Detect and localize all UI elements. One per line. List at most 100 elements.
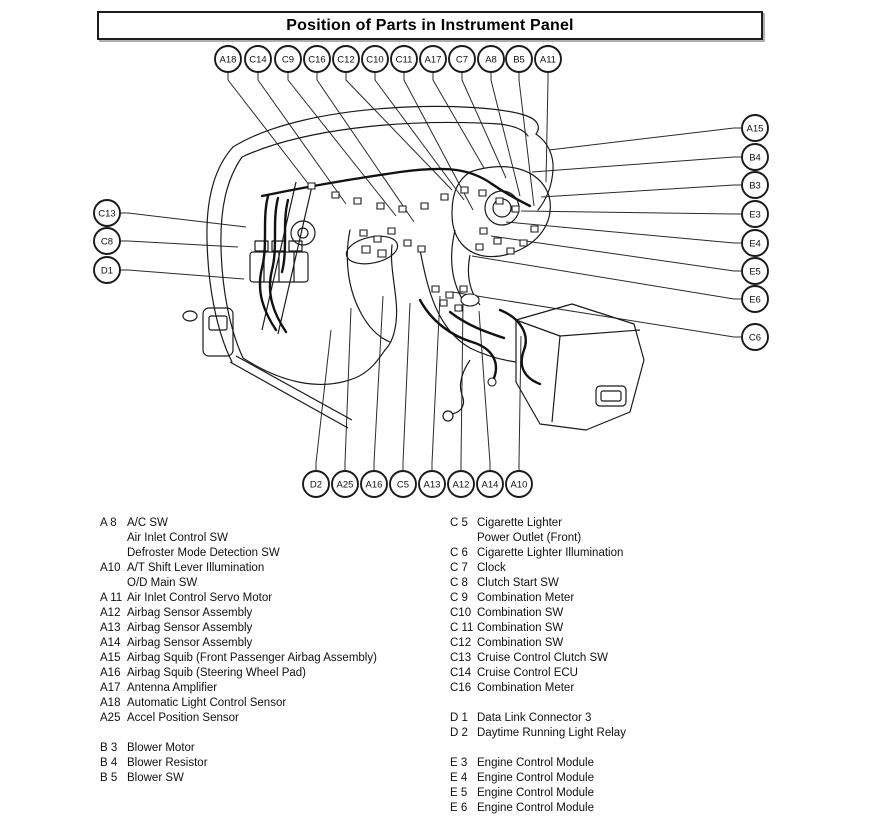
page-title-box: Position of Parts in Instrument Panel bbox=[97, 11, 763, 40]
callout-a11: A11 bbox=[534, 45, 562, 73]
callout-a12: A12 bbox=[447, 470, 475, 498]
svg-text:D1: D1 bbox=[101, 266, 113, 277]
part-name: Blower Resistor bbox=[127, 757, 208, 769]
part-code: D 2 bbox=[450, 727, 468, 739]
part-name: Engine Control Module bbox=[477, 802, 594, 814]
callout-d2: D2 bbox=[302, 470, 330, 498]
center-console bbox=[515, 303, 645, 431]
part-name: Air Inlet Control Servo Motor bbox=[127, 592, 273, 604]
callout-b4: B4 bbox=[741, 143, 769, 171]
svg-text:C8: C8 bbox=[101, 237, 113, 248]
part-name: Data Link Connector 3 bbox=[477, 712, 592, 724]
callout-c13: C13 bbox=[93, 199, 121, 227]
svg-text:C7: C7 bbox=[456, 55, 468, 66]
part-code: C 8 bbox=[450, 577, 468, 589]
part-name: Airbag Squib (Front Passenger Airbag Ass… bbox=[127, 652, 377, 664]
part-code: C14 bbox=[450, 667, 472, 679]
part-code: A 8 bbox=[100, 517, 117, 529]
part-name: Combination Meter bbox=[477, 592, 575, 604]
svg-text:E3: E3 bbox=[749, 210, 761, 221]
part-name: Engine Control Module bbox=[477, 757, 594, 769]
callout-a25: A25 bbox=[331, 470, 359, 498]
part-name: Accel Position Sensor bbox=[127, 712, 239, 724]
svg-text:A13: A13 bbox=[424, 480, 441, 491]
legend-row: Defroster Mode Detection SW bbox=[100, 546, 377, 561]
callout-d1: D1 bbox=[93, 256, 121, 284]
part-code: C 11 bbox=[450, 622, 474, 634]
legend-row: A16 Airbag Squib (Steering Wheel Pad) bbox=[100, 666, 377, 681]
part-code: A18 bbox=[100, 697, 121, 709]
part-code: A16 bbox=[100, 667, 121, 679]
callout-e3: E3 bbox=[741, 200, 769, 228]
part-name: Engine Control Module bbox=[477, 772, 594, 784]
legend-row: C 5 Cigarette Lighter bbox=[450, 516, 626, 531]
legend-row: O/D Main SW bbox=[100, 576, 377, 591]
svg-text:A15: A15 bbox=[747, 124, 764, 135]
part-name: Airbag Squib (Steering Wheel Pad) bbox=[127, 667, 306, 679]
legend-row: Power Outlet (Front) bbox=[450, 531, 626, 546]
callout-e6: E6 bbox=[741, 285, 769, 313]
callout-c10: C10 bbox=[361, 45, 389, 73]
part-name: A/T Shift Lever Illumination bbox=[127, 562, 265, 574]
legend-row: D 1 Data Link Connector 3 bbox=[450, 711, 626, 726]
part-name: Cigarette Lighter Illumination bbox=[477, 547, 624, 559]
part-name: Combination SW bbox=[477, 622, 564, 634]
callout-a15: A15 bbox=[741, 114, 769, 142]
part-name: Airbag Sensor Assembly bbox=[127, 607, 253, 619]
part-name: Combination SW bbox=[477, 637, 564, 649]
steering-column bbox=[249, 181, 316, 335]
part-code: C13 bbox=[450, 652, 472, 664]
part-code: C 6 bbox=[450, 547, 468, 559]
legend-row: A15 Airbag Squib (Front Passenger Airbag … bbox=[100, 651, 377, 666]
part-code: C 5 bbox=[450, 517, 468, 529]
leader-lines bbox=[120, 72, 742, 471]
harness-connectors bbox=[307, 182, 539, 387]
part-code: C12 bbox=[450, 637, 472, 649]
instrument-panel-diagram: A18 C14 C9 C16 C12 C10 C11 A17 C7 A8 B5 … bbox=[93, 45, 769, 498]
part-name: Combination Meter bbox=[477, 682, 575, 694]
svg-text:E4: E4 bbox=[749, 239, 761, 250]
part-code: A10 bbox=[100, 562, 121, 574]
part-name: Cruise Control ECU bbox=[477, 667, 578, 679]
part-name: Power Outlet (Front) bbox=[477, 532, 582, 544]
callout-e5: E5 bbox=[741, 257, 769, 285]
part-name: Cigarette Lighter bbox=[477, 517, 563, 529]
callout-a18: A18 bbox=[214, 45, 242, 73]
part-code: C 9 bbox=[450, 592, 468, 604]
part-name: Airbag Sensor Assembly bbox=[127, 622, 253, 634]
callout-c6: C6 bbox=[741, 323, 769, 351]
part-code: A12 bbox=[100, 607, 121, 619]
svg-text:B3: B3 bbox=[749, 181, 761, 192]
callout-c7: C7 bbox=[448, 45, 476, 73]
svg-text:E5: E5 bbox=[749, 267, 761, 278]
legend-row: C14 Cruise Control ECU bbox=[450, 666, 626, 681]
part-code: E 5 bbox=[450, 787, 468, 799]
part-code: A15 bbox=[100, 652, 121, 664]
part-code: A14 bbox=[100, 637, 121, 649]
part-name: Antenna Amplifier bbox=[127, 682, 218, 694]
callout-b5: B5 bbox=[505, 45, 533, 73]
part-name: Combination SW bbox=[477, 607, 564, 619]
part-name: Blower Motor bbox=[127, 742, 195, 754]
callout-c5: C5 bbox=[389, 470, 417, 498]
wiring-harness bbox=[258, 167, 542, 386]
part-name: O/D Main SW bbox=[127, 577, 198, 589]
legend-row-spacer bbox=[450, 696, 626, 711]
part-code: D 1 bbox=[450, 712, 468, 724]
part-code: C 7 bbox=[450, 562, 468, 574]
svg-text:C10: C10 bbox=[366, 55, 383, 66]
part-code: E 3 bbox=[450, 757, 468, 769]
page-title: Position of Parts in Instrument Panel bbox=[286, 16, 574, 34]
